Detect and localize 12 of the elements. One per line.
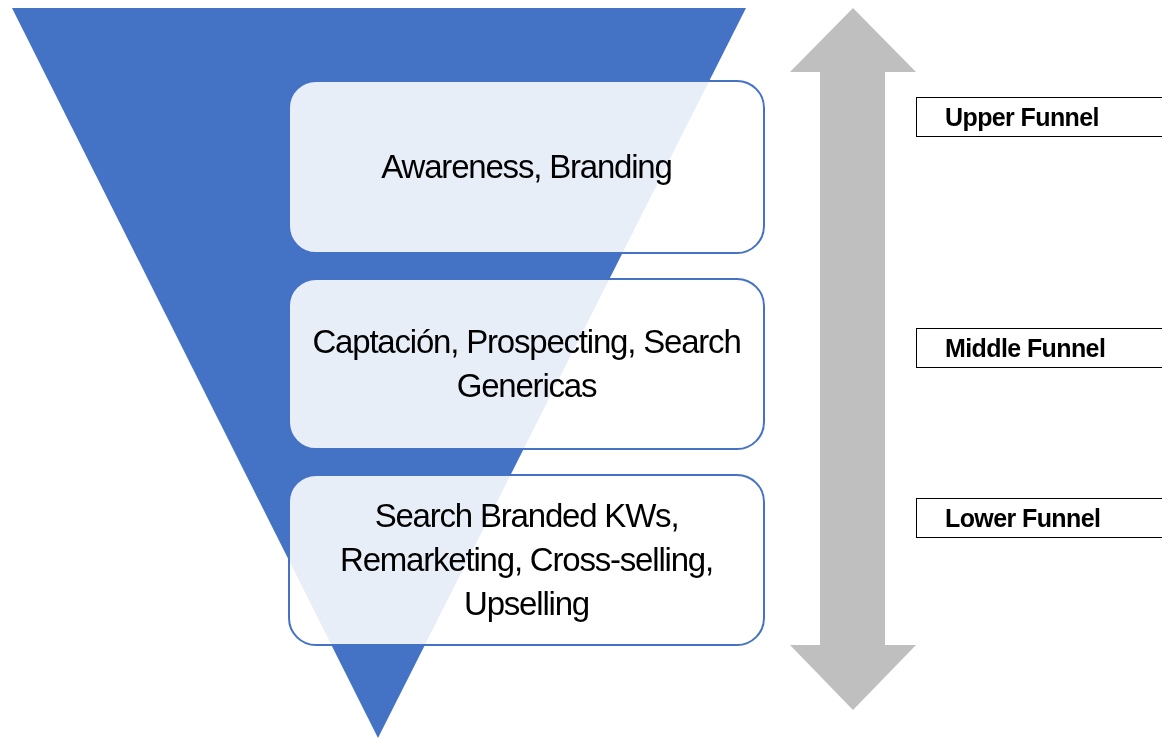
level-text: Lower Funnel (945, 503, 1101, 533)
funnel-level-label (916, 328, 1162, 368)
funnel-level-label (916, 498, 1162, 538)
stage-text: Awareness, Branding (380, 147, 673, 188)
stage-text: Search Branded KWs, Remarketing, Cross-selling, Upselling (339, 496, 714, 624)
level-text: Middle Funnel (945, 333, 1106, 363)
level-text: Upper Funnel (945, 102, 1099, 132)
funnel-level-label (916, 97, 1162, 137)
stage-box (288, 474, 765, 646)
stage-box (288, 278, 765, 450)
stage-text: Captación, Prospecting, Search Genericas (311, 322, 742, 406)
stage-box (288, 80, 765, 254)
